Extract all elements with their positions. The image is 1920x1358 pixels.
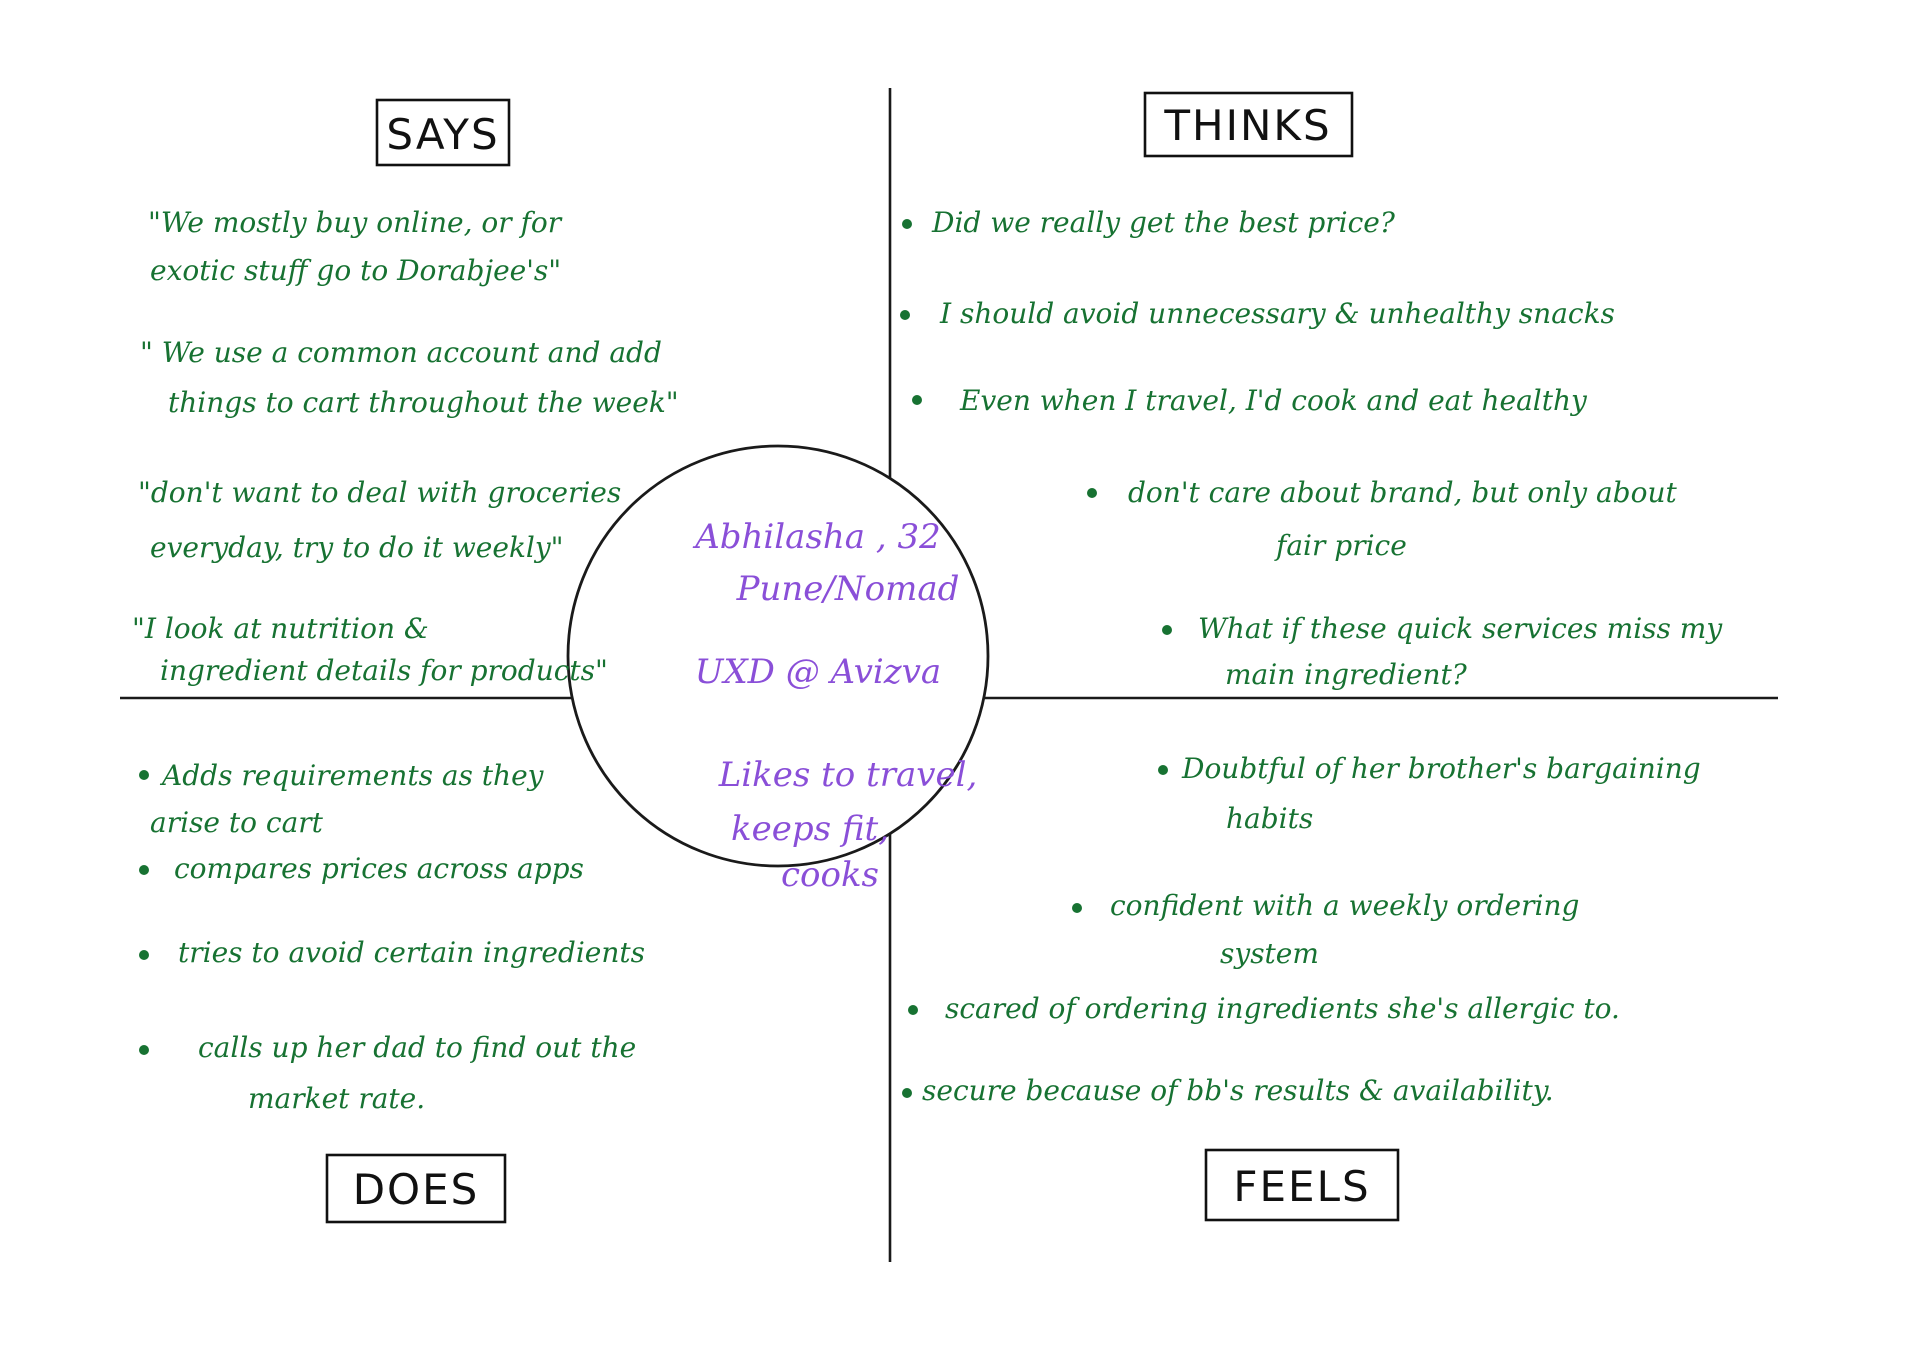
does-item-line: arise to cart xyxy=(150,806,324,839)
says-quote: "I look at nutrition & ingredient detail… xyxy=(132,612,608,687)
does-item: Adds requirements as they arise to cart xyxy=(139,759,545,839)
thinks-title-box xyxy=(1143,91,1354,158)
says-quote-line: exotic stuff go to Dorabjee's" xyxy=(150,254,561,287)
thinks-item: I should avoid unnecessary & unhealthy s… xyxy=(900,297,1615,330)
bullet-dot xyxy=(139,865,149,875)
thinks-item: Even when I travel, I'd cook and eat hea… xyxy=(912,384,1588,417)
does-item: compares prices across apps xyxy=(139,852,584,885)
persona-circle xyxy=(566,444,990,868)
says-quadrant: SAYS "We mostly buy online, or for exoti… xyxy=(132,98,679,687)
thinks-title: THINKS xyxy=(1163,101,1331,150)
does-item-line: calls up her dad to find out the xyxy=(198,1031,636,1064)
bullet-dot xyxy=(1072,903,1082,913)
feels-item-line: Doubtful of her brother's bargaining xyxy=(1181,752,1701,785)
thinks-item-line: Even when I travel, I'd cook and eat hea… xyxy=(959,384,1588,417)
thinks-item-line: don't care about brand, but only about xyxy=(1128,476,1677,509)
feels-item-line: system xyxy=(1220,937,1319,970)
thinks-item-line: I should avoid unnecessary & unhealthy s… xyxy=(939,297,1615,330)
thinks-item-line: What if these quick services miss my xyxy=(1198,612,1723,645)
feels-title: FEELS xyxy=(1233,1162,1370,1211)
does-item-line: tries to avoid certain ingredients xyxy=(178,936,645,969)
bullet-dot xyxy=(139,1045,149,1055)
says-quote-line: ingredient details for products" xyxy=(160,654,608,687)
says-quote-line: "don't want to deal with groceries xyxy=(138,476,621,509)
does-quadrant: DOES Adds requirements as they arise to … xyxy=(139,759,645,1224)
says-quote: " We use a common account and add things… xyxy=(140,336,679,419)
thinks-item: don't care about brand, but only about f… xyxy=(1087,476,1677,562)
bullet-dot xyxy=(1162,625,1172,635)
feels-title-box xyxy=(1204,1148,1400,1222)
feels-item-line: scared of ordering ingredients she's all… xyxy=(945,992,1620,1025)
says-title-box xyxy=(375,98,511,167)
persona-likes: keeps fit, xyxy=(731,809,889,849)
does-item-line: compares prices across apps xyxy=(174,852,584,885)
persona-name: Abhilasha , 32 xyxy=(692,517,941,557)
thinks-item: Did we really get the best price? xyxy=(902,206,1396,239)
persona-likes: cooks xyxy=(781,855,879,895)
thinks-quadrant: THINKS Did we really get the best price?… xyxy=(900,91,1723,691)
thinks-item-line: Did we really get the best price? xyxy=(931,206,1396,239)
feels-item: Doubtful of her brother's bargaining hab… xyxy=(1158,752,1701,835)
says-quote-line: things to cart throughout the week" xyxy=(168,386,679,419)
does-item-line: Adds requirements as they xyxy=(159,759,545,792)
bullet-dot xyxy=(139,950,149,960)
feels-item-line: habits xyxy=(1226,802,1313,835)
does-item: tries to avoid certain ingredients xyxy=(139,936,645,969)
bullet-dot xyxy=(902,219,912,229)
bullet-dot xyxy=(1087,488,1097,498)
bullet-dot xyxy=(139,770,149,780)
does-item-line: market rate. xyxy=(248,1082,425,1115)
says-title: SAYS xyxy=(386,110,499,159)
bullet-dot xyxy=(902,1088,912,1098)
feels-item: confident with a weekly ordering system xyxy=(1072,889,1579,970)
feels-item-line: secure because of bb's results & availab… xyxy=(922,1074,1554,1107)
does-item: calls up her dad to find out the market … xyxy=(139,1031,636,1115)
feels-quadrant: FEELS Doubtful of her brother's bargaini… xyxy=(902,752,1701,1222)
says-quote: "don't want to deal with groceries every… xyxy=(138,476,621,564)
feels-item: secure because of bb's results & availab… xyxy=(902,1074,1554,1107)
says-quote-line: " We use a common account and add xyxy=(140,336,662,369)
feels-item-line: confident with a weekly ordering xyxy=(1110,889,1579,922)
feels-item: scared of ordering ingredients she's all… xyxy=(908,992,1620,1025)
persona-role: UXD @ Avizva xyxy=(695,652,941,692)
bullet-dot xyxy=(900,310,910,320)
persona-details: Abhilasha , 32 Pune/Nomad UXD @ Avizva L… xyxy=(692,517,977,895)
thinks-item-line: main ingredient? xyxy=(1225,658,1468,691)
does-title: DOES xyxy=(353,1165,480,1214)
bullet-dot xyxy=(908,1005,918,1015)
bullet-dot xyxy=(912,395,922,405)
says-quote-line: "I look at nutrition & xyxy=(132,612,429,645)
does-title-box xyxy=(325,1153,507,1224)
persona-location: Pune/Nomad xyxy=(736,569,960,609)
says-quote-line: "We mostly buy online, or for xyxy=(148,206,563,239)
says-quote-line: everyday, try to do it weekly" xyxy=(150,531,564,564)
thinks-item: What if these quick services miss my mai… xyxy=(1162,612,1723,691)
says-quote: "We mostly buy online, or for exotic stu… xyxy=(148,206,563,287)
thinks-item-line: fair price xyxy=(1274,529,1407,562)
persona-likes: Likes to travel, xyxy=(718,755,978,795)
bullet-dot xyxy=(1158,765,1168,775)
